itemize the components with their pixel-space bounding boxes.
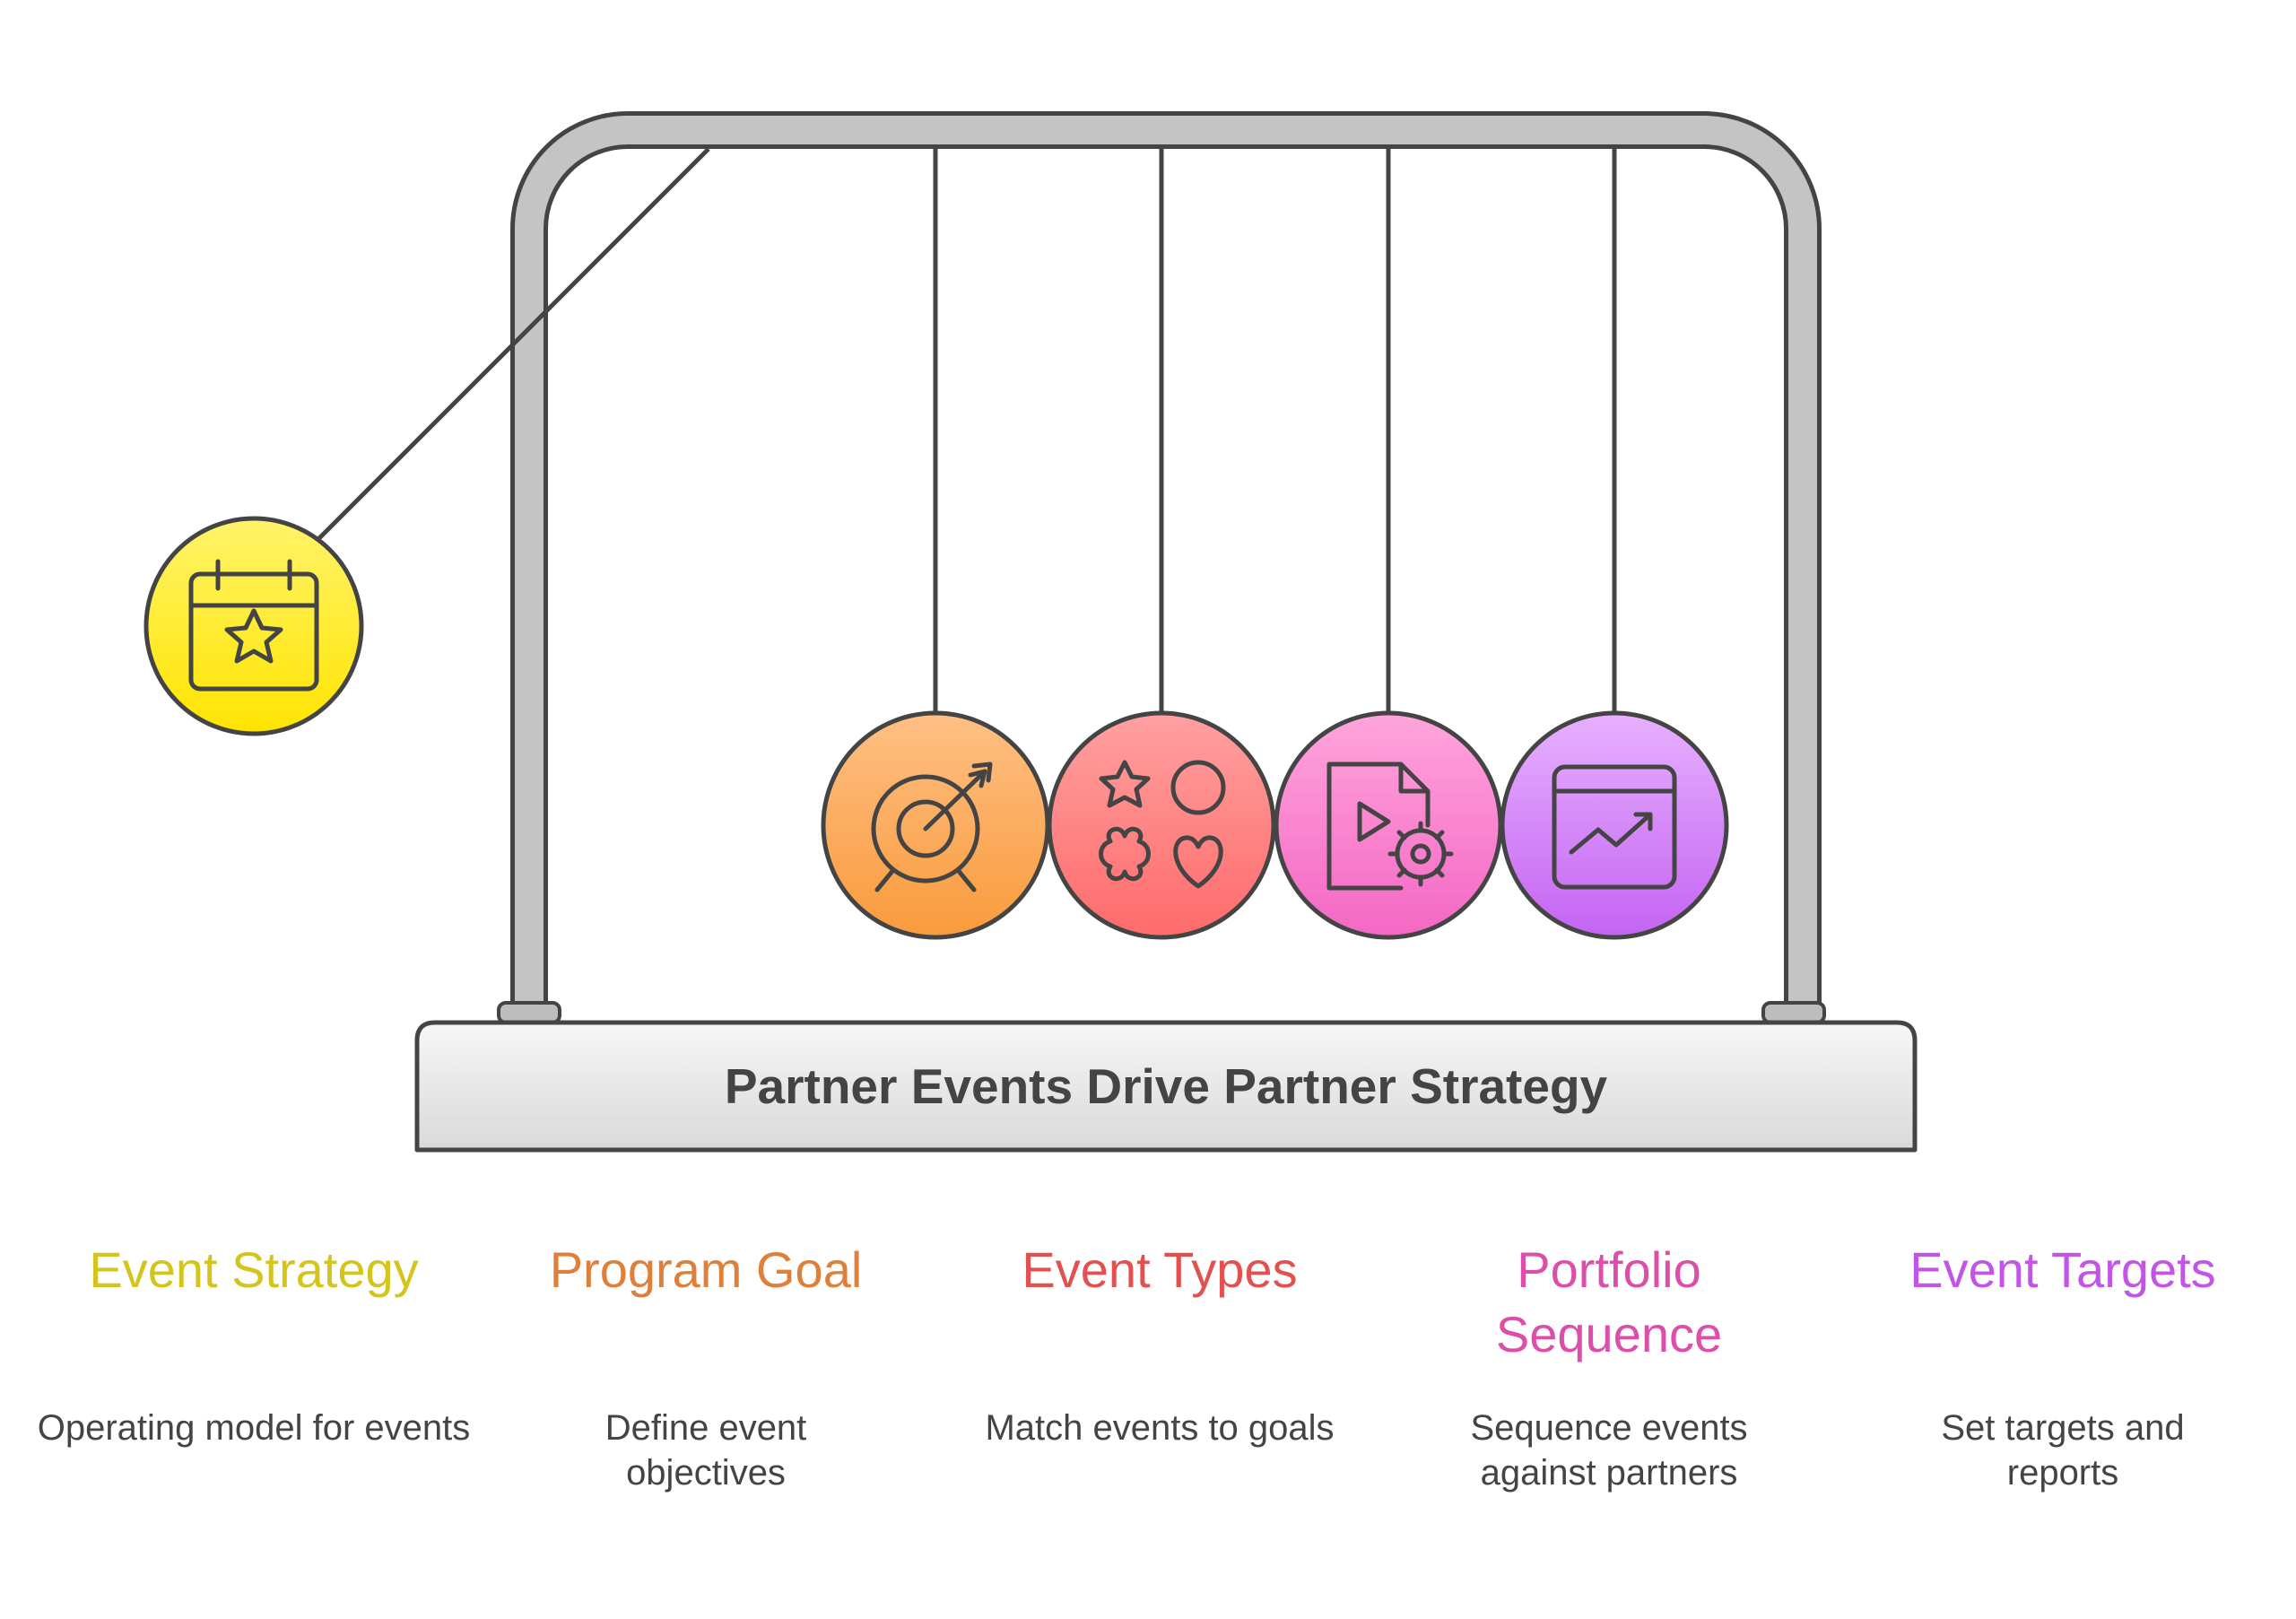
target-arrow-icon [871,762,993,892]
cradle-frame [497,111,1826,1024]
document-play-gear-icon [1326,762,1454,891]
cradle-strings [310,147,1617,718]
step-description: Define event objectives [604,1408,807,1493]
shapes-icon [1099,760,1226,889]
step-description: Sequence events against partners [1470,1408,1748,1493]
step-title: Event Strategy [89,1241,419,1298]
right-foot [1761,1001,1826,1024]
step-event-strategy: Event Strategy Operating model for event… [21,1238,487,1448]
step-program-goal: Program Goal Define event objectives [473,1238,939,1493]
step-portfolio-sequence: Portfolio Sequence Sequence events again… [1376,1238,1842,1493]
ball-event-types [1047,710,1276,940]
step-description: Set targets and reports [1941,1408,2185,1493]
step-title: Portfolio Sequence [1495,1241,1723,1362]
ball-program-goal [821,710,1050,940]
ball-event-targets [1500,710,1729,940]
chart-window-icon [1552,764,1677,890]
cradle-base: Partner Events Drive Partner Strategy [414,1020,1918,1153]
step-title: Event Targets [1909,1241,2216,1298]
step-event-types: Event Types Match events to goals [926,1238,1393,1448]
step-title: Event Types [1022,1241,1298,1298]
step-event-targets: Event Targets Set targets and reports [1830,1238,2296,1493]
ball-portfolio-sequence [1274,710,1503,940]
diagram-title: Partner Events Drive Partner Strategy [725,1058,1608,1114]
step-title: Program Goal [549,1241,863,1298]
step-description: Match events to goals [985,1408,1335,1448]
ball-event-strategy [144,516,364,736]
step-description: Operating model for events [37,1408,471,1448]
calendar-star-icon [188,559,319,692]
left-foot [497,1001,561,1024]
